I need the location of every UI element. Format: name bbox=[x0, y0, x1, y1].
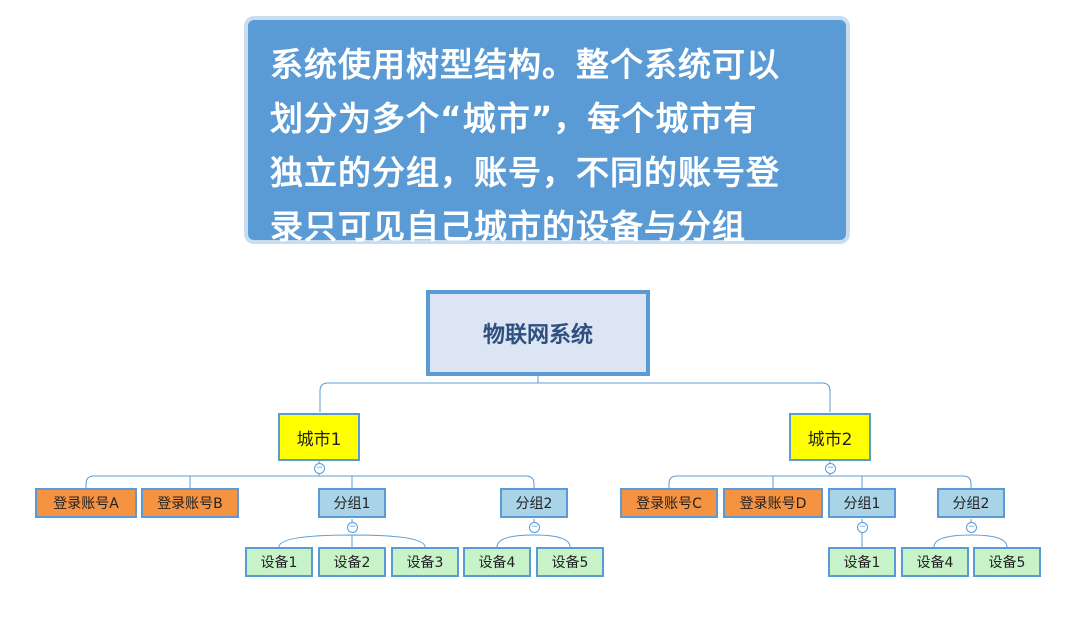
city2-collapse-icon[interactable]: − bbox=[825, 463, 836, 474]
callout-line-2: 划分为多个“城市”，每个城市有 bbox=[270, 99, 758, 138]
connector-city2-children bbox=[668, 461, 972, 488]
city1-group2-collapse-icon[interactable]: − bbox=[529, 522, 540, 533]
city1-g1-device2[interactable]: 设备2 bbox=[318, 547, 386, 577]
city1-g2-device4[interactable]: 设备4 bbox=[463, 547, 531, 577]
city2-g2-device5[interactable]: 设备5 bbox=[973, 547, 1041, 577]
city2-account-c[interactable]: 登录账号C bbox=[620, 488, 718, 518]
callout-line-1: 系统使用树型结构。整个系统可以 bbox=[270, 45, 780, 84]
city2-g1-device1[interactable]: 设备1 bbox=[828, 547, 896, 577]
city1-g1-device3[interactable]: 设备3 bbox=[391, 547, 459, 577]
city1-g2-device5[interactable]: 设备5 bbox=[536, 547, 604, 577]
city2-group1[interactable]: 分组1 bbox=[828, 488, 896, 518]
city2-group2[interactable]: 分组2 bbox=[937, 488, 1005, 518]
city1-collapse-icon[interactable]: − bbox=[314, 463, 325, 474]
connector-city1-children bbox=[85, 461, 535, 488]
city1-account-b[interactable]: 登录账号B bbox=[141, 488, 239, 518]
city1-node[interactable]: 城市1 bbox=[278, 413, 360, 461]
city1-g1-device1[interactable]: 设备1 bbox=[245, 547, 313, 577]
city2-account-d[interactable]: 登录账号D bbox=[723, 488, 823, 518]
city1-group2[interactable]: 分组2 bbox=[500, 488, 568, 518]
root-node: 物联网系统 bbox=[426, 290, 650, 376]
city2-g2-device4[interactable]: 设备4 bbox=[901, 547, 969, 577]
city1-group1[interactable]: 分组1 bbox=[318, 488, 386, 518]
city1-account-a[interactable]: 登录账号A bbox=[35, 488, 137, 518]
city2-group1-collapse-icon[interactable]: − bbox=[857, 522, 868, 533]
city2-group2-collapse-icon[interactable]: − bbox=[966, 522, 977, 533]
callout-line-4: 录只可见自己城市的设备与分组 bbox=[270, 207, 746, 246]
description-callout: 系统使用树型结构。整个系统可以 划分为多个“城市”，每个城市有 独立的分组，账号… bbox=[244, 16, 850, 246]
city1-group1-collapse-icon[interactable]: − bbox=[347, 522, 358, 533]
callout-line-3: 独立的分组，账号，不同的账号登 bbox=[270, 153, 780, 192]
connector-root-cities bbox=[319, 376, 831, 412]
city2-node[interactable]: 城市2 bbox=[789, 413, 871, 461]
